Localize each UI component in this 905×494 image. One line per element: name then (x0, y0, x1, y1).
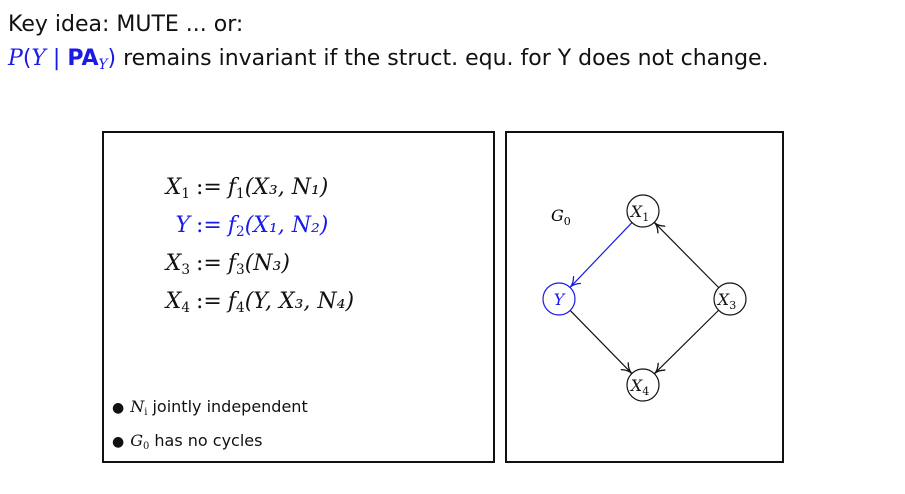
assignment-operator: := (196, 175, 222, 200)
edge-X3-X4 (655, 309, 720, 373)
equation-row: X4:=f4(Y, X₃, N₄) (144, 289, 355, 317)
equation-lhs: Y (175, 213, 190, 238)
equation-row: Y:=f2(X₁, N₂) (144, 213, 329, 241)
equation-lhs: X1 (165, 175, 190, 203)
equation-arguments: (N₃) (244, 251, 290, 276)
equation-lhs: X4 (165, 289, 190, 317)
equation-lhs: X3 (165, 251, 190, 279)
equation-function: f3 (227, 251, 245, 279)
assignment-operator: := (196, 251, 222, 276)
equation-function: f1 (227, 175, 245, 203)
assumption-item: ●G0 has no cycles (112, 431, 263, 452)
equation-function: f4 (227, 289, 245, 317)
slide-statement: P(Y | PAY) remains invariant if the stru… (8, 46, 769, 74)
edge-Y-X4 (569, 310, 631, 372)
equation-row: X1:=f1(X₃, N₁) (144, 175, 329, 203)
equation-row: X3:=f3(N₃) (144, 251, 290, 279)
bullet-icon: ● (112, 400, 125, 416)
conditional-probability: P(Y | PAY) (8, 46, 117, 74)
edge-X3-X1 (655, 223, 720, 289)
equation-function: f2 (227, 213, 245, 241)
equation-arguments: (X₁, N₂) (244, 213, 329, 238)
node-X3: X3 (713, 282, 747, 316)
statement-text: remains invariant if the struct. equ. fo… (116, 46, 769, 71)
bullet-icon: ● (112, 434, 125, 450)
graph-edges (569, 222, 720, 373)
assumption-item: ●Ni jointly independent (112, 397, 308, 418)
svg-text:Y: Y (554, 290, 566, 309)
structural-equations-panel: X1:=f1(X₃, N₁)Y:=f2(X₁, N₂)X3:=f3(N₃)X4:… (102, 131, 495, 463)
node-Y: Y (542, 282, 576, 316)
node-X1: X1 (626, 194, 660, 228)
assignment-operator: := (196, 213, 222, 238)
equation-arguments: (Y, X₃, N₄) (244, 289, 355, 314)
edge-X1-Y (571, 222, 633, 287)
node-X4: X4 (626, 368, 660, 402)
assignment-operator: := (196, 289, 222, 314)
graph-label: G0 (551, 206, 571, 228)
equation-arguments: (X₃, N₁) (244, 175, 329, 200)
slide-heading: Key idea: MUTE ... or: (8, 12, 244, 37)
